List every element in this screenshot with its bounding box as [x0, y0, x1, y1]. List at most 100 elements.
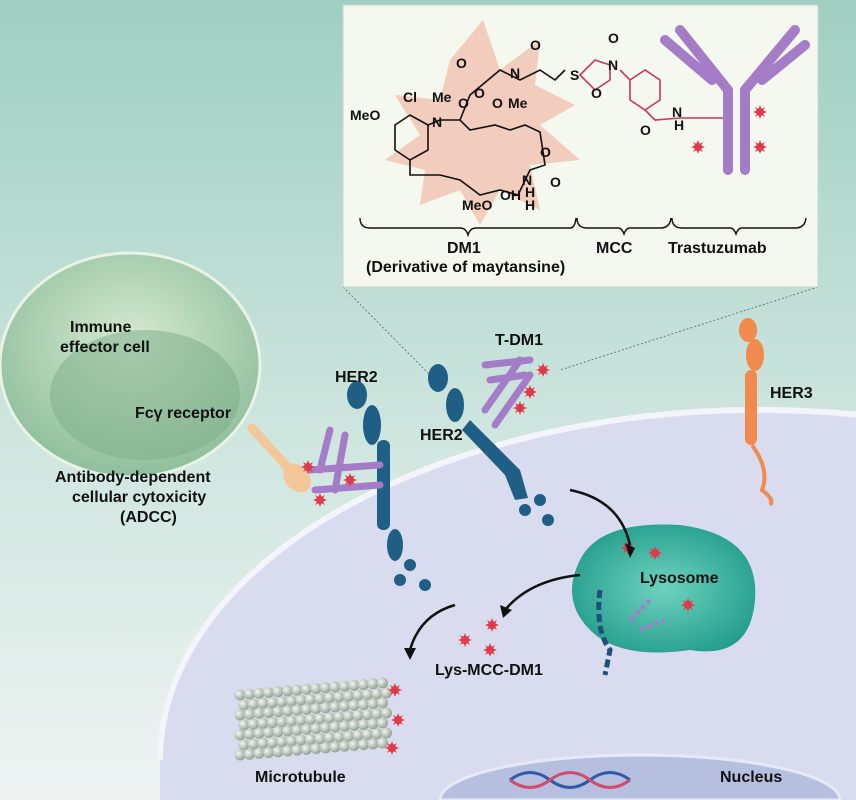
nucleus-label: Nucleus: [720, 769, 782, 786]
tubulin-subunit: [367, 718, 379, 730]
tubulin-subunit: [320, 682, 331, 694]
her2-receptor-right: [428, 364, 554, 526]
mcc-label: MCC: [596, 240, 633, 257]
tubulin-subunit: [244, 728, 255, 740]
atom-label: O: [550, 174, 561, 190]
tubulin-subunit: [267, 717, 278, 729]
atom-label: O: [608, 30, 619, 46]
tubulin-subunit: [276, 736, 288, 748]
tubulin-subunit: [333, 731, 345, 743]
tubulin-subunit: [348, 679, 360, 691]
tubulin-subunit: [352, 709, 364, 721]
tubulin-subunit: [248, 738, 259, 750]
dna-icon: [509, 771, 631, 789]
drug-payload-icon: [343, 473, 357, 487]
tubulin-subunit: [253, 727, 265, 739]
tubulin-subunit: [358, 719, 369, 731]
tubulin-subunit: [253, 687, 265, 699]
tubulin-subunit: [329, 721, 341, 733]
tubulin-subunit: [272, 706, 284, 718]
tubulin-subunit: [282, 685, 293, 697]
inset-pointer: [342, 286, 431, 376]
immune-cell-label-2: effector cell: [60, 339, 150, 356]
tubulin-subunit: [291, 704, 303, 716]
dm1-label: DM1: [447, 240, 481, 257]
tubulin-subunit: [234, 709, 246, 721]
fc-receptor-label: Fcγ receptor: [135, 405, 231, 422]
atom-label: N: [432, 114, 442, 130]
tubulin-subunit: [310, 683, 322, 695]
tubulin-subunit: [305, 733, 316, 745]
drug-payload-icon: [536, 363, 550, 377]
tubulin-subunit: [358, 679, 369, 691]
tubulin-subunit: [286, 715, 297, 727]
tubulin-subunit: [295, 734, 307, 746]
tubulin-subunit: [339, 740, 350, 752]
drug-payload-icon: [753, 105, 767, 119]
drug-payload-icon: [483, 643, 497, 657]
atom-label: O: [540, 144, 551, 160]
atom-label: H: [525, 197, 535, 213]
trastuzumab-antibody: [660, 25, 810, 175]
tubulin-subunit: [267, 737, 278, 749]
tubulin-subunit: [320, 702, 331, 714]
drug-payload-icon: [485, 618, 499, 632]
tubulin-subunit: [377, 697, 388, 709]
drug-payload-icon: [523, 385, 537, 399]
tubulin-subunit: [234, 749, 246, 761]
drug-payload-icon: [753, 140, 767, 154]
atom-label: H: [525, 184, 535, 200]
her2-left-label: HER2: [335, 369, 378, 386]
pathway-arrows: [408, 488, 632, 651]
tubulin-subunit: [314, 733, 326, 745]
atom-label: Me: [432, 89, 452, 105]
tubulin-subunit: [253, 747, 265, 759]
tubulin-subunit: [358, 699, 369, 711]
immune-cell-label-1: Immune: [70, 319, 131, 336]
lysosome-label: Lysosome: [640, 570, 719, 587]
tubulin-subunit: [377, 717, 388, 729]
tubulin-subunit: [371, 688, 383, 700]
tubulin-subunit: [272, 726, 284, 738]
tubulin-subunit: [244, 748, 255, 760]
atom-label: O: [591, 85, 602, 101]
adcc-label-1: Antibody-dependent: [55, 469, 211, 486]
tubulin-subunit: [276, 716, 288, 728]
atom-label: O: [530, 37, 541, 53]
lys-mcc-dm1-label: Lys-MCC-DM1: [435, 662, 543, 679]
drug-payload-icon: [391, 713, 405, 727]
tubulin-subunit: [324, 692, 335, 704]
tubulin-subunit: [263, 747, 274, 759]
tubulin-subunit: [244, 688, 255, 700]
tubulin-subunit: [377, 677, 388, 689]
tubulin-subunit: [291, 684, 303, 696]
drug-payload-icon: [648, 546, 662, 560]
tubulin-subunit: [310, 703, 322, 715]
tubulin-subunit: [352, 729, 364, 741]
atom-label: N: [672, 104, 682, 120]
tubulin-subunit: [301, 703, 312, 715]
tubulin-subunit: [257, 697, 269, 709]
arrow-heads: [404, 543, 635, 660]
tubulin-subunit: [295, 714, 307, 726]
tubulin-subunit: [348, 699, 360, 711]
tubulin-subunit: [324, 712, 335, 724]
atom-label: O: [474, 85, 485, 101]
tubulin-subunit: [352, 689, 364, 701]
lysosome: [572, 524, 756, 653]
tubulin-subunit: [257, 737, 269, 749]
tubulin-subunit: [248, 698, 259, 710]
tubulin-subunit: [310, 743, 322, 755]
tubulin-subunit: [238, 719, 250, 731]
dm1-structure: [394, 69, 566, 196]
tubulin-subunit: [367, 738, 379, 750]
immune-cell-nucleus: [50, 330, 240, 460]
tubulin-subunit: [244, 708, 255, 720]
tubulin-subunit: [329, 681, 341, 693]
target-cell-membrane: [157, 407, 856, 761]
tubulin-subunit: [295, 694, 307, 706]
microtubule: [234, 677, 392, 761]
tubulin-subunit: [234, 689, 246, 701]
tubulin-subunit: [362, 689, 373, 701]
tubulin-subunit: [362, 709, 373, 721]
